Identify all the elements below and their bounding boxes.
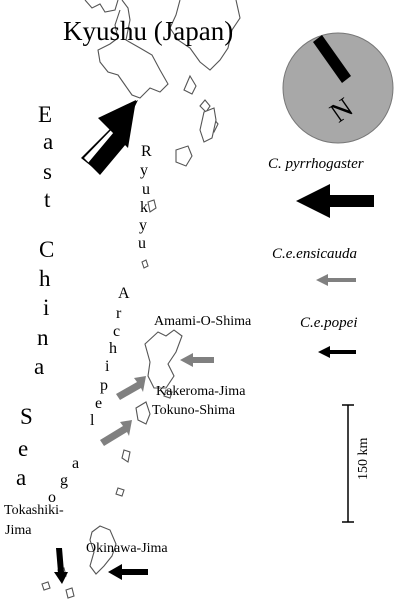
compass — [282, 32, 394, 144]
archipelago-letter: a — [72, 455, 80, 472]
map-title: Kyushu (Japan) — [63, 16, 234, 46]
sea-letter: a — [34, 354, 45, 379]
legend-arrow-ensicauda — [316, 274, 356, 286]
archipelago-letter: p — [100, 377, 108, 394]
sea-letter: n — [37, 325, 49, 350]
legend-label-pyrrhogaster: C. pyrrhogaster — [268, 156, 364, 172]
arrow-kakeroma — [116, 376, 146, 400]
archipelago-letter: y — [140, 162, 148, 179]
sea-letter: a — [43, 129, 54, 154]
scale-bar — [342, 404, 354, 523]
sea-letter: t — [44, 187, 51, 212]
label-amami-o-shima: Amami-O-Shima — [154, 314, 252, 329]
sea-letter: E — [38, 102, 53, 127]
legend-label-popei: C.e.popei — [300, 315, 358, 331]
archipelago-letter: e — [95, 395, 103, 412]
archipelago-letter: g — [60, 472, 68, 489]
sea-letter: e — [18, 436, 29, 461]
legend-arrow-pyrrhogaster — [296, 184, 374, 218]
archipelago-letter: A — [118, 285, 130, 302]
archipelago-letter: R — [141, 143, 152, 160]
archipelago-letter: k — [140, 199, 148, 216]
compass-disc — [282, 32, 394, 144]
compass-needle-icon — [313, 35, 351, 83]
sea-letter: s — [43, 159, 52, 184]
arrow-tokashiki — [54, 548, 68, 584]
sea-letter: S — [20, 404, 33, 429]
label-tokashiki-jima-1: Tokashiki- — [4, 503, 64, 518]
ryukyu-islands — [41, 107, 217, 599]
arrow-tokuno — [100, 420, 132, 446]
archipelago-letter: u — [138, 235, 146, 252]
arrow-okinawa — [108, 564, 148, 580]
archipelago-letter: h — [109, 340, 117, 357]
archipelago-letter: y — [139, 217, 147, 234]
legend-arrow-popei — [318, 346, 356, 358]
sea-letter: a — [16, 465, 27, 490]
arrow-amami — [180, 353, 214, 367]
archipelago-letter: r — [116, 305, 122, 322]
label-okinawa-jima: Okinawa-Jima — [86, 541, 168, 556]
archipelago-letter: u — [142, 181, 150, 198]
label-tokashiki-jima-2: Jima — [5, 523, 32, 538]
label-kakeroma-jima: Kakeroma-Jima — [156, 384, 246, 399]
migration-arrow-kyushu-shaft — [88, 132, 126, 175]
migration-arrow-kyushu-head — [98, 100, 136, 148]
archipelago-letter: c — [113, 323, 121, 340]
archipelago-letter: l — [90, 412, 95, 429]
legend-label-ensicauda: C.e.ensicauda — [272, 246, 357, 262]
scale-label: 150 km — [356, 437, 371, 480]
label-tokuno-shima: Tokuno-Shima — [152, 403, 236, 418]
legend-arrows — [296, 184, 374, 358]
sea-letter: C — [39, 237, 55, 262]
archipelago-letter: i — [105, 358, 110, 375]
sea-letter: i — [43, 295, 50, 320]
archipelago-letter: o — [48, 489, 56, 506]
map-gray-arrows — [100, 353, 214, 446]
sea-letter: h — [39, 266, 51, 291]
